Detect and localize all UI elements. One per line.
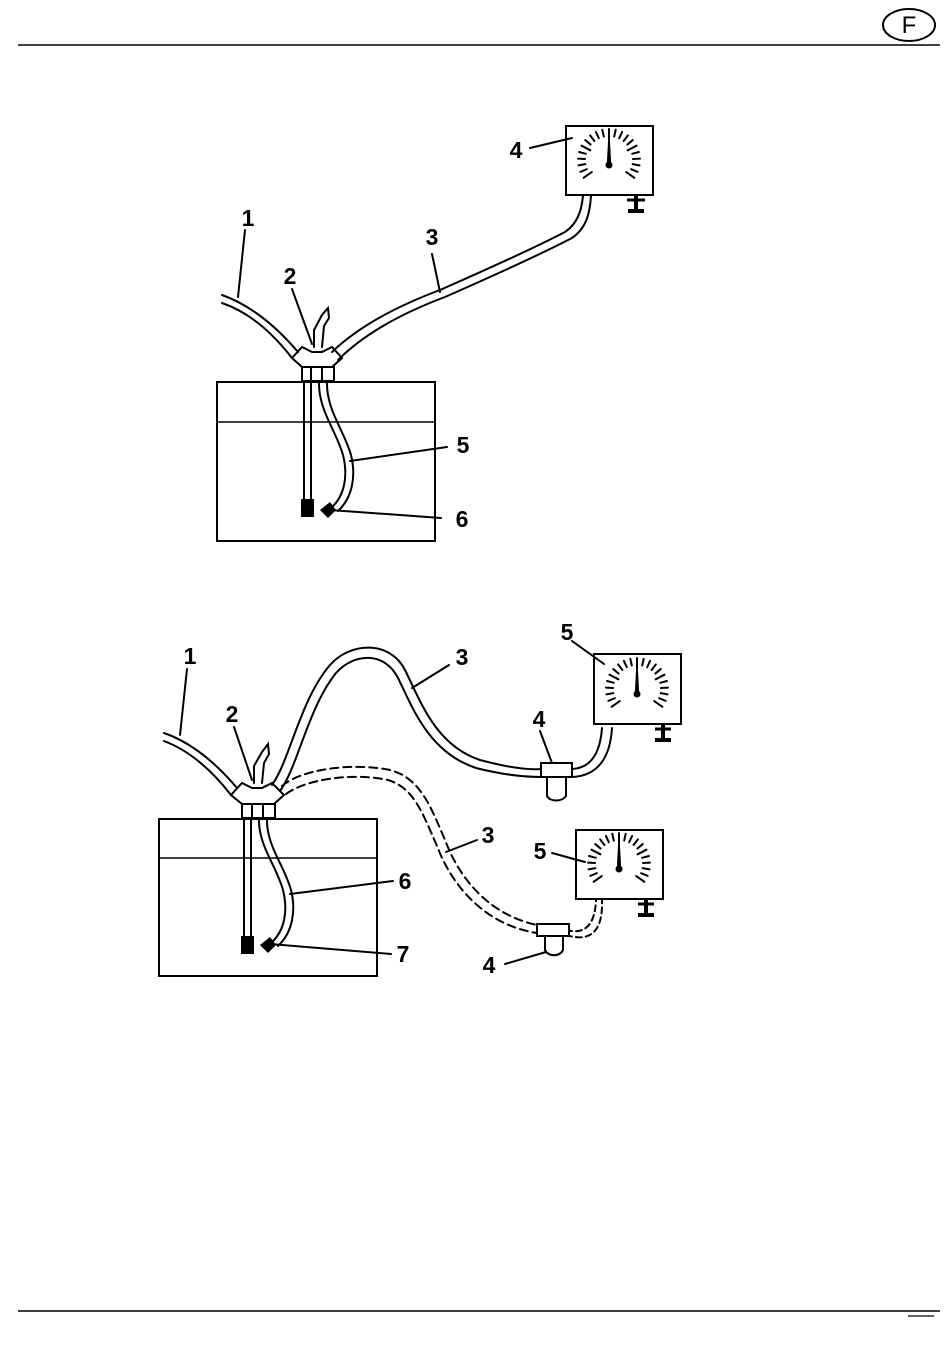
top-hose-1	[222, 295, 298, 358]
figure-bottom: 1 2 3 5 4 3 5 6 7 4	[159, 619, 681, 978]
top-rigid-tube-weight	[301, 499, 314, 517]
top-leaders	[238, 138, 572, 518]
top-gauge	[566, 126, 653, 211]
gauge-tick	[606, 693, 613, 694]
bottom-callout-6: 6	[399, 868, 412, 894]
bottom-hose-3-dashed	[282, 767, 602, 937]
top-hose-3	[332, 196, 591, 360]
top-fitting	[292, 308, 342, 381]
top-callout-3: 3	[426, 224, 439, 250]
bottom-callout-3-upper: 3	[456, 644, 469, 670]
gauge-tick	[588, 868, 595, 869]
bottom-fitting	[231, 744, 284, 818]
gauge-tick	[643, 868, 650, 869]
figure-top: 1 2 3 4 5 6	[217, 126, 653, 541]
bottom-hose-1	[164, 733, 237, 795]
bottom-gauge-lower	[576, 830, 663, 915]
bottom-callout-2: 2	[226, 701, 239, 727]
bottom-callout-5-lower: 5	[534, 838, 547, 864]
gauge-needle-hub	[634, 691, 641, 698]
bottom-valve-upper	[541, 763, 572, 801]
top-gauge-stand	[627, 195, 645, 211]
gauge-tick	[633, 164, 640, 165]
top-callout-2: 2	[284, 263, 297, 289]
language-badge: F	[883, 9, 935, 41]
top-callout-4: 4	[510, 137, 523, 163]
bottom-gauge-lower-stand	[638, 899, 654, 915]
bottom-gauge-upper	[594, 654, 681, 740]
top-rigid-tube	[301, 381, 314, 517]
bottom-callout-4-upper: 4	[533, 706, 546, 732]
bottom-rigid-tube	[241, 818, 254, 954]
gauge-needle-hub	[606, 162, 613, 169]
bottom-callout-4-lower: 4	[483, 952, 496, 978]
bottom-callout-3-lower: 3	[482, 822, 495, 848]
bottom-rigid-tube-weight	[241, 936, 254, 954]
top-container-box	[217, 382, 435, 541]
gauge-needle-hub	[616, 866, 623, 873]
top-inner-tube-5	[319, 381, 353, 518]
bottom-gauge-upper-stand	[655, 724, 671, 740]
top-callout-1: 1	[242, 205, 255, 231]
bottom-valve-lower	[537, 924, 569, 955]
page-footer	[18, 1311, 940, 1316]
page-header: F	[18, 9, 940, 45]
bottom-callout-1: 1	[184, 643, 197, 669]
bottom-inner-tube-6	[259, 818, 293, 953]
bottom-callout-7: 7	[397, 941, 410, 967]
top-callout-5: 5	[457, 432, 470, 458]
gauge-tick	[661, 693, 668, 694]
bottom-callout-5-upper: 5	[561, 619, 574, 645]
language-badge-label: F	[902, 12, 917, 39]
top-callout-6: 6	[456, 506, 469, 532]
gauge-tick	[578, 164, 585, 165]
